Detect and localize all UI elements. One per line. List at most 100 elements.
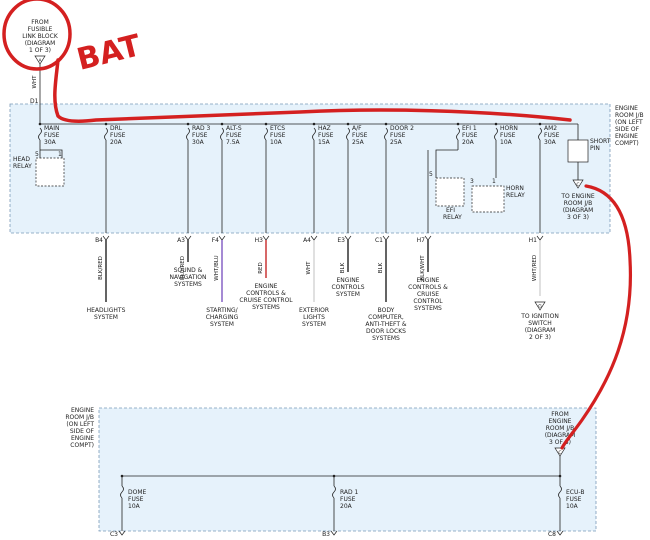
bus-junction-dot xyxy=(186,122,190,126)
output-h1-destination: (DIAGRAM xyxy=(525,327,556,334)
output-h1-destination: SWITCH xyxy=(528,320,552,327)
fuse-alt-s-label: FUSE xyxy=(226,132,242,139)
output-e3-wire-color: BLK xyxy=(340,262,346,273)
output-h3-destination: ENGINE xyxy=(255,283,278,290)
fuse-haz-symbol xyxy=(312,127,316,141)
output-e3-connector: E3 xyxy=(337,237,345,244)
from-engine-room-line: ROOM J/B xyxy=(546,425,575,432)
output-h3-destination: CRUISE CONTROL xyxy=(239,297,293,304)
top-source-label: FROM FUSIBLE LINK BLOCK (DIAGRAM 1 OF 3) xyxy=(22,19,59,54)
bus-junction-dot xyxy=(538,122,542,126)
fuse-a-f-label: A/F xyxy=(352,125,362,132)
output-h7-pin-symbol xyxy=(424,235,432,241)
fuse-etcs-label: ETCS xyxy=(270,125,285,132)
junction-label-line: ENGINE xyxy=(615,133,638,140)
fuse-am2-label: 30A xyxy=(544,139,557,146)
output-f4-destination: STARTING/ xyxy=(206,307,238,314)
fuse-horn-symbol xyxy=(494,127,498,141)
lower-fuse-ecu-b-pin xyxy=(556,530,564,536)
output-a3-destination: SYSTEMS xyxy=(174,281,202,288)
output-h3-destination: SYSTEMS xyxy=(252,304,280,311)
junction-label-line: ROOM J/B xyxy=(615,112,644,119)
lower-fuse-dome-symbol xyxy=(120,485,124,499)
lower-junction-label-line: COMPT) xyxy=(70,442,94,449)
output-f4-destination: SYSTEM xyxy=(210,321,234,328)
horn-relay-pin: 3 xyxy=(470,178,474,185)
fuse-main-label: 30A xyxy=(44,139,57,146)
fuse-haz-label: 15A xyxy=(318,139,331,146)
fuse-drl-label: DRL xyxy=(110,125,123,132)
output-h1-destination: TO IGNITION xyxy=(520,313,559,320)
source-connector-arrow xyxy=(34,55,46,65)
output-a4-wire-color: WHT xyxy=(306,261,312,275)
source-line: LINK BLOCK xyxy=(22,33,59,40)
fuse-etcs-label: FUSE xyxy=(270,132,286,139)
output-a3-pin-symbol xyxy=(184,235,192,241)
fuse-efi-1-label: 20A xyxy=(462,139,475,146)
junction-label-line: COMPT) xyxy=(615,140,639,147)
output-h1-connector: H1 xyxy=(529,237,538,244)
lower-junction-label: ENGINE ROOM J/B (ON LEFT SIDE OF ENGINE … xyxy=(65,407,94,449)
output-h7-connector: H7 xyxy=(417,237,426,244)
output-a3-destination: NAVIGATION xyxy=(169,274,206,281)
fuse-etcs-label: 10A xyxy=(270,139,283,146)
fuse-horn-label: FUSE xyxy=(500,132,516,139)
fuse-alt-s-label: 7.5A xyxy=(226,139,241,146)
horn-relay-pin: 1 xyxy=(492,178,496,185)
output-a3-connector: A3 xyxy=(177,237,185,244)
bus-junction-dot xyxy=(494,122,498,126)
output-h7-destination: ENGINE xyxy=(417,277,440,284)
output-h3-destination: CONTROLS & xyxy=(246,290,286,297)
output-h1-arrow-letter: G xyxy=(538,304,542,310)
output-h7-destination: CONTROLS & xyxy=(408,284,448,291)
horn-relay-label: HORN xyxy=(506,185,524,192)
fuse-horn-label: HORN xyxy=(500,125,518,132)
lower-junction-label-line: (ON LEFT xyxy=(66,421,94,428)
lower-fuse-ecu-b-symbol xyxy=(558,485,562,499)
output-a4-destination: SYSTEM xyxy=(302,321,326,328)
lower-junction-label-line: ENGINE xyxy=(71,407,94,414)
source-line: (DIAGRAM xyxy=(25,40,56,47)
fuse-door-2-label: 25A xyxy=(390,139,403,146)
bus-junction-dot xyxy=(104,122,108,126)
output-e3-destination: ENGINE xyxy=(337,277,360,284)
fuse-rad-3-label: RAD 3 xyxy=(192,125,211,132)
bus-junction-dot xyxy=(384,122,388,126)
lower-fuse-dome-pin xyxy=(118,530,126,536)
output-a4-connector: A4 xyxy=(303,237,311,244)
fuse-rad-3-label: FUSE xyxy=(192,132,208,139)
output-b4-wire-color: BLK/RED xyxy=(98,256,104,280)
fuse-a-f-symbol xyxy=(346,127,350,141)
head-relay-coil-wire xyxy=(40,149,63,158)
source-line: 1 OF 3) xyxy=(29,47,51,54)
bat-annotation-line xyxy=(53,58,572,123)
lower-fuse-rad-1-label: FUSE xyxy=(340,496,356,503)
fuse-main-label: FUSE xyxy=(44,132,60,139)
lower-fuse-rad-1-connector: B3 xyxy=(322,531,330,538)
lower-fuse-rad-1-label: RAD 1 xyxy=(340,489,359,496)
fuse-a-f-label: 25A xyxy=(352,139,365,146)
output-c1-destination: SYSTEMS xyxy=(372,335,400,342)
from-engine-room-line: FROM xyxy=(551,411,569,418)
output-c1-destination: BODY xyxy=(378,307,395,314)
junction-label-line: SIDE OF xyxy=(615,126,640,133)
bus-junction-dot xyxy=(456,122,460,126)
output-a4-destination: EXTERIOR xyxy=(299,307,329,314)
from-engine-room-connector: C xyxy=(558,450,561,456)
fuse-door-2-symbol xyxy=(384,127,388,141)
bat-annotation-circle xyxy=(2,0,72,71)
output-h1-wire-color: WHT/RED xyxy=(532,255,538,281)
head-relay-label: RELAY xyxy=(13,163,32,170)
output-a3-destination: SOUND & xyxy=(174,267,203,274)
lower-junction-label-line: SIDE OF xyxy=(70,428,95,435)
output-h7-wire-color: BLK/WHT xyxy=(420,255,426,281)
short-pin-label: PIN xyxy=(590,145,600,152)
output-h3-connector: H3 xyxy=(255,237,264,244)
output-c1-destination: DOOR LOCKS xyxy=(366,328,406,335)
output-a4-destination: LIGHTS xyxy=(303,314,325,321)
from-engine-room-label: FROM ENGINE ROOM J/B (DIAGRAM 3 OF 3) xyxy=(545,411,576,446)
engine-room-jb-box xyxy=(9,103,611,234)
source-line: FUSIBLE xyxy=(28,26,53,33)
output-f4-destination: CHARGING xyxy=(206,314,239,321)
output-h1-pin-symbol xyxy=(536,235,544,241)
